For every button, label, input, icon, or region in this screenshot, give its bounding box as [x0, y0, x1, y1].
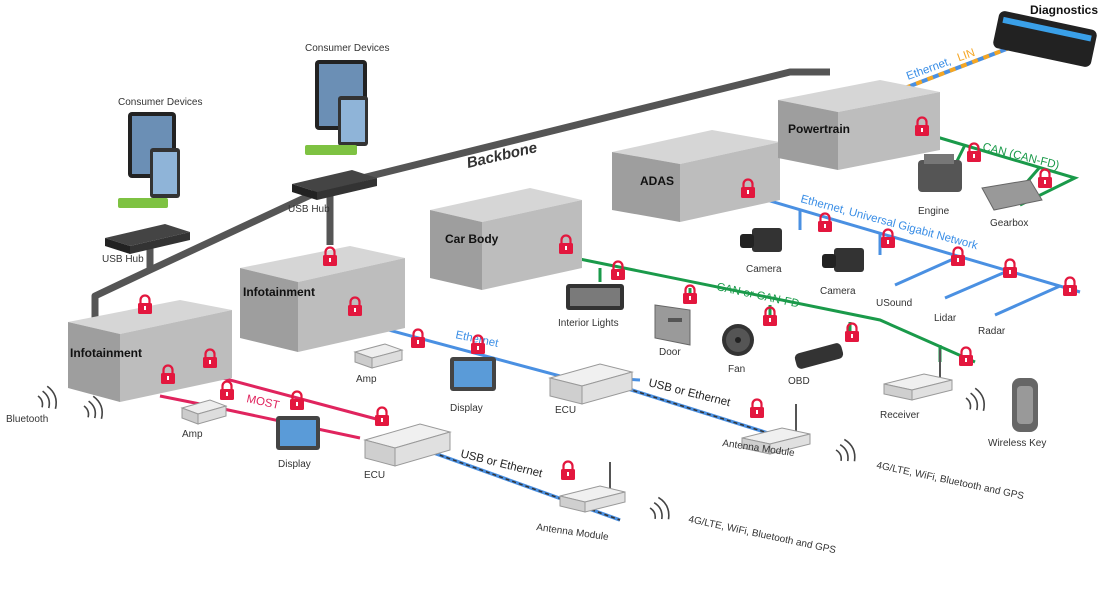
consumer-devices-mid[interactable]: Consumer Devices	[305, 43, 389, 155]
usb-hub-left[interactable]: USB Hub	[102, 224, 190, 265]
block-infotainment-left[interactable]: Infotainment	[68, 300, 232, 402]
camera-2[interactable]: Camera	[820, 248, 864, 297]
consumer-devices-left[interactable]: Consumer Devices	[118, 97, 202, 208]
lock-icon	[748, 398, 766, 420]
door[interactable]: Door	[654, 304, 691, 358]
interior-lights[interactable]: Interior Lights	[558, 284, 624, 329]
usb-ethernet-label-mid: USB or Ethernet	[647, 377, 732, 409]
lock-icon	[1001, 258, 1019, 280]
bluetooth-label: Bluetooth	[6, 414, 48, 425]
display-left[interactable]: Display	[276, 416, 320, 470]
display-label: Display	[278, 459, 311, 470]
lock-icon	[559, 460, 577, 482]
obd-label: OBD	[788, 376, 810, 387]
usb-ethernet-label-left: USB or Ethernet	[459, 448, 544, 480]
lock-icon	[1061, 276, 1079, 298]
radar-label: Radar	[978, 326, 1006, 337]
usb-hub-label: USB Hub	[102, 254, 144, 265]
usb-hub-label: USB Hub	[288, 204, 330, 215]
receiver[interactable]: Receiver	[880, 350, 953, 421]
lock-icon	[843, 322, 861, 344]
antenna-module-mid[interactable]: Antenna Module	[722, 404, 811, 459]
camera-label: Camera	[820, 286, 856, 297]
bluetooth-signal: Bluetooth	[6, 384, 106, 425]
can-body-label: CAN or CAN-FD	[715, 281, 800, 310]
block-title: Infotainment	[243, 285, 315, 299]
lock-icon	[609, 260, 627, 282]
amp-mid[interactable]: Amp	[353, 343, 404, 385]
obd-device[interactable]: OBD	[788, 342, 844, 387]
most-label: MOST	[245, 393, 280, 412]
wireless-key-label: Wireless Key	[988, 438, 1046, 449]
engine[interactable]: Engine	[918, 154, 962, 217]
gearbox[interactable]: Gearbox	[981, 179, 1043, 229]
can-powertrain-label: CAN (CAN-FD)	[981, 141, 1060, 172]
camera-label: Camera	[746, 264, 782, 275]
fan-label: Fan	[728, 364, 745, 375]
block-powertrain[interactable]: Powertrain	[778, 80, 940, 170]
fan[interactable]: Fan	[722, 324, 754, 375]
lock-icon	[373, 406, 391, 428]
block-title: Infotainment	[70, 346, 142, 360]
antenna-module-label: Antenna Module	[536, 522, 610, 543]
engine-label: Engine	[918, 206, 950, 217]
antenna-module-left[interactable]: Antenna Module	[536, 462, 626, 543]
lock-icon	[957, 346, 975, 368]
block-title: Car Body	[445, 232, 499, 246]
lock-icon	[879, 228, 897, 250]
ecu-mid[interactable]: ECU	[548, 363, 634, 416]
ethernet-gigabit-bus: Ethernet, Universal Gigabit Network	[749, 193, 1081, 317]
receiver-label: Receiver	[880, 410, 920, 421]
camera-1[interactable]: Camera	[740, 228, 782, 275]
lock-icon	[1036, 168, 1054, 190]
lock-icon	[136, 294, 154, 316]
diagnostics-device[interactable]: Diagnostics	[992, 3, 1098, 68]
gearbox-label: Gearbox	[990, 218, 1028, 229]
lock-icon	[409, 328, 427, 350]
block-car-body[interactable]: Car Body	[430, 188, 582, 290]
block-title: ADAS	[640, 174, 674, 188]
lidar-label: Lidar	[934, 313, 957, 324]
door-label: Door	[659, 347, 681, 358]
wireless-label-mid: 4G/LTE, WiFi, Bluetooth and GPS	[875, 460, 1025, 502]
consumer-devices-label: Consumer Devices	[118, 97, 202, 108]
display-mid[interactable]: Display	[450, 357, 496, 414]
amp-label: Amp	[182, 429, 203, 440]
ecu-label: ECU	[555, 405, 576, 416]
lock-icon	[218, 380, 236, 402]
usound-label: USound	[876, 298, 912, 309]
lock-icon	[949, 246, 967, 268]
wireless-signal-left: 4G/LTE, WiFi, Bluetooth and GPS	[646, 495, 837, 556]
block-adas[interactable]: ADAS	[612, 130, 780, 222]
display-label: Display	[450, 403, 483, 414]
lock-icon	[288, 390, 306, 412]
amp-label: Amp	[356, 374, 377, 385]
block-title: Powertrain	[788, 122, 850, 136]
interior-lights-label: Interior Lights	[558, 318, 619, 329]
ecu-label: ECU	[364, 470, 385, 481]
consumer-devices-label: Consumer Devices	[305, 43, 389, 54]
wireless-label-left: 4G/LTE, WiFi, Bluetooth and GPS	[687, 514, 837, 556]
usb-hub-mid[interactable]: USB Hub	[288, 170, 377, 215]
amp-left[interactable]: Amp	[180, 399, 228, 440]
block-infotainment-mid[interactable]: Infotainment	[240, 246, 405, 352]
wireless-key[interactable]: Wireless Key	[963, 378, 1046, 449]
diagnostics-title: Diagnostics	[1030, 3, 1098, 17]
ecu-left[interactable]: ECU	[363, 423, 452, 481]
lock-icon	[965, 142, 983, 164]
